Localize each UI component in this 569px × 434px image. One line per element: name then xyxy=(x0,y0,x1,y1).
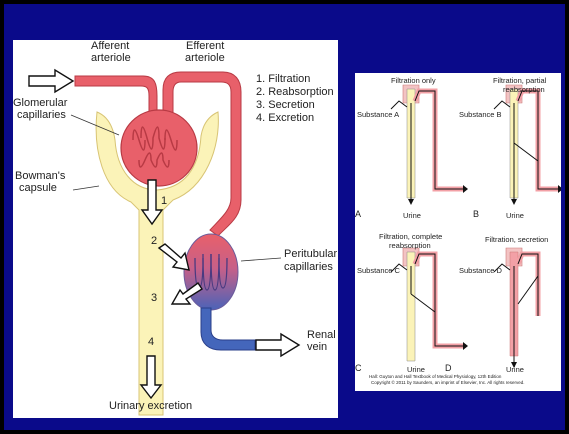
panel-d-letter: D xyxy=(445,363,452,373)
panel-a-title: Filtration only xyxy=(391,76,436,85)
step-number-2: 2 xyxy=(151,235,157,247)
panel-d-title: Filtration, secretion xyxy=(485,235,548,244)
renal-vein-shape xyxy=(201,308,255,350)
process-list-item: 3. Secretion xyxy=(256,99,315,111)
bowmans-label: Bowman's xyxy=(15,170,65,182)
panel-d-substance: Substance D xyxy=(459,266,502,275)
panel-b-title: Filtration, partial xyxy=(493,76,546,85)
renal-vein-outflow-arrow xyxy=(256,334,299,356)
panel-d-urine: Urine xyxy=(506,365,524,374)
panel-c-title-line2: reabsorption xyxy=(389,241,431,250)
panel-b-letter: B xyxy=(473,209,479,219)
glomerular-label-line2: capillaries xyxy=(17,109,66,121)
renal-vein-label-line2: vein xyxy=(307,341,327,353)
panel-c-letter: C xyxy=(355,363,362,373)
efferent-label-line2: arteriole xyxy=(185,52,225,64)
credit-line-1: Hall: Guyton and Hall Textbook of Medica… xyxy=(369,374,501,379)
renal-handling-panel: Filtration only Substance A A Urine Filt… xyxy=(355,73,561,391)
urinary-excretion-label: Urinary excretion xyxy=(109,400,192,412)
panel-c-substance: Substance C xyxy=(357,266,400,275)
credit-line-2: Copyright © 2011 by Saunders, an imprint… xyxy=(371,380,525,385)
panel-a-letter: A xyxy=(355,209,361,219)
step-number-1: 1 xyxy=(161,195,167,207)
nephron-diagram-panel: Afferent arteriole Efferent arteriole Gl… xyxy=(13,40,338,418)
afferent-label: Afferent xyxy=(91,40,129,52)
renal-vein-label: Renal xyxy=(307,329,336,341)
step-number-4: 4 xyxy=(148,336,154,348)
process-list-item: 1. Filtration xyxy=(256,73,310,85)
peritubular-label-line2: capillaries xyxy=(284,261,333,273)
afferent-label-line2: arteriole xyxy=(91,52,131,64)
glomerulus-shape xyxy=(121,110,197,186)
bowmans-label-line2: capsule xyxy=(19,182,57,194)
efferent-label: Efferent xyxy=(186,40,224,52)
afferent-inflow-arrow xyxy=(29,70,73,92)
glomerular-label: Glomerular xyxy=(13,97,67,109)
panel-b-urine: Urine xyxy=(506,211,524,220)
process-list-item: 2. Reabsorption xyxy=(256,86,334,98)
panel-b-substance: Substance B xyxy=(459,110,502,119)
panel-a-urine: Urine xyxy=(403,211,421,220)
panel-a-substance: Substance A xyxy=(357,110,399,119)
step-number-3: 3 xyxy=(151,292,157,304)
peritubular-label: Peritubular xyxy=(284,248,337,260)
panel-c-title: Filtration, complete xyxy=(379,232,442,241)
panel-b-title-line2: reabsorption xyxy=(503,85,545,94)
panel-c-urine: Urine xyxy=(407,365,425,374)
process-list-item: 4. Excretion xyxy=(256,112,314,124)
